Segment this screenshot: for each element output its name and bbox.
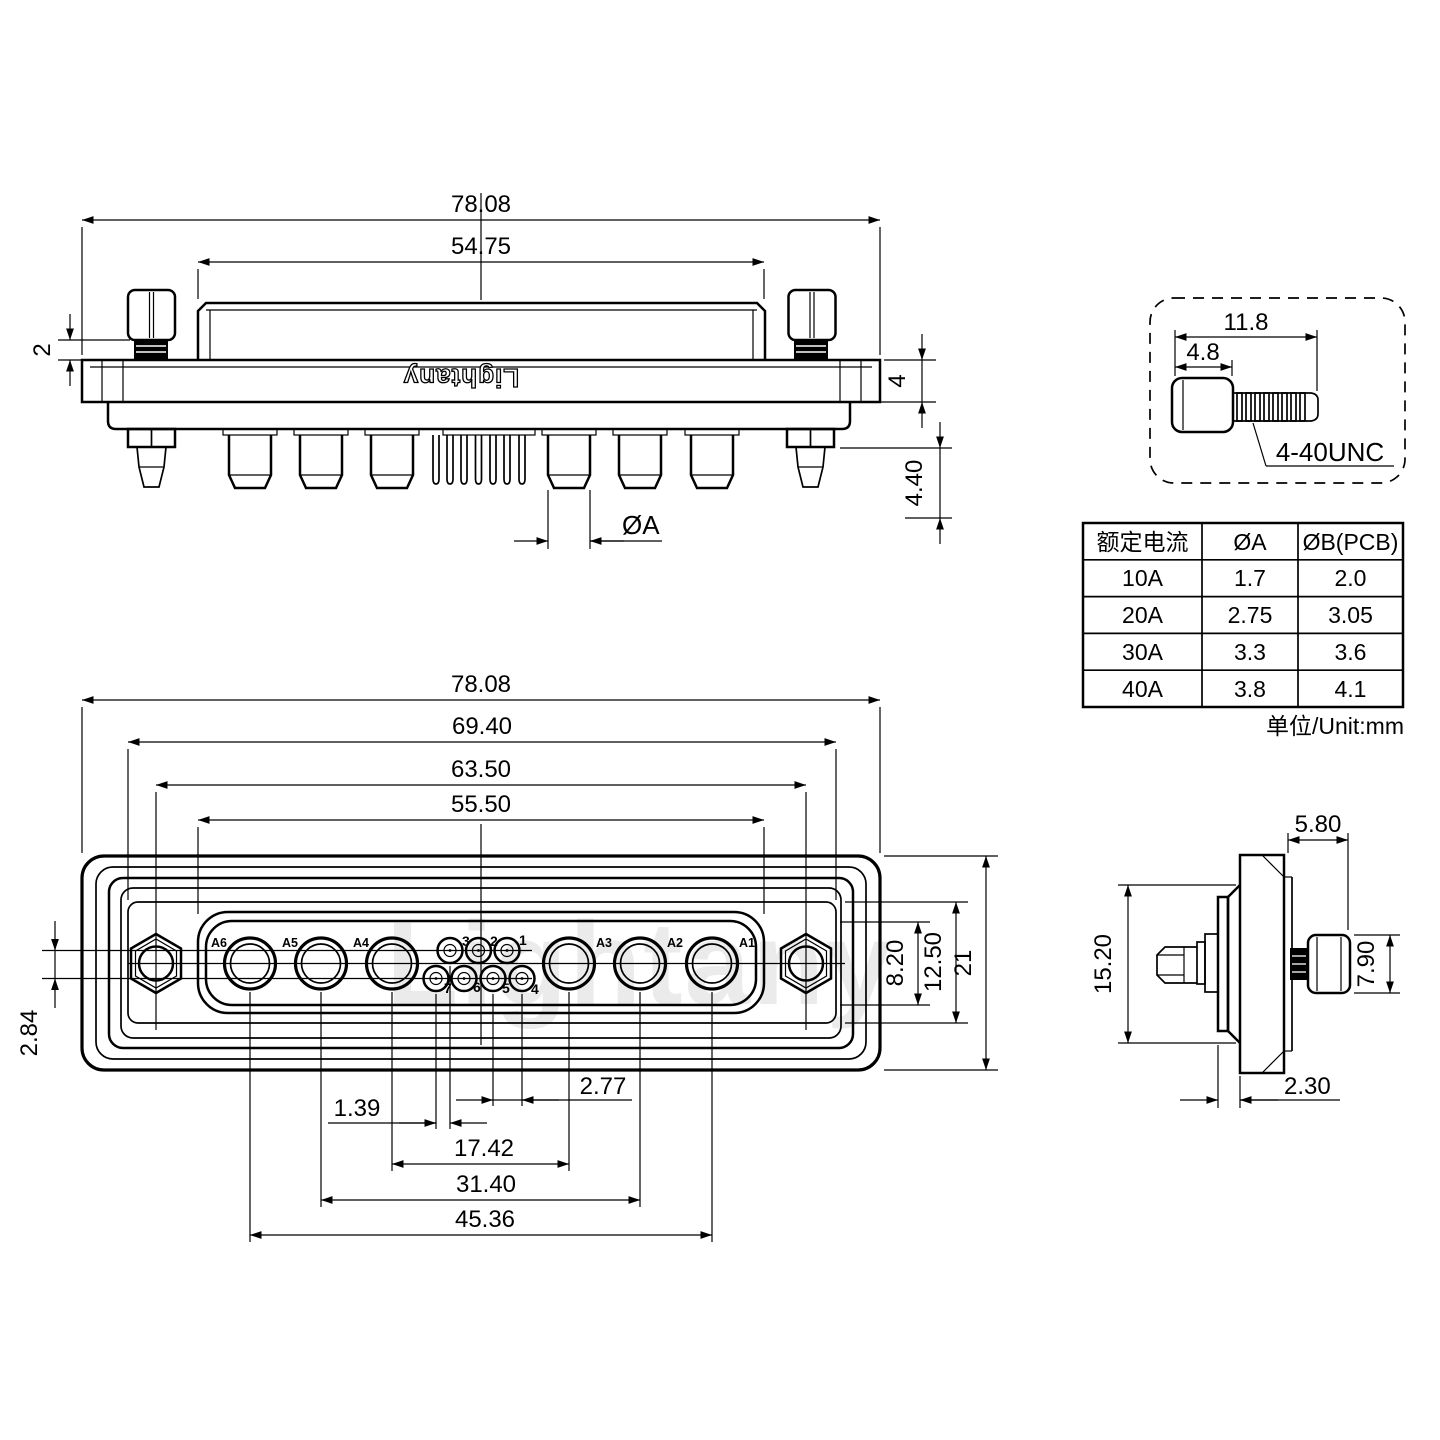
dim-top-pin-diameter: ØA bbox=[622, 510, 660, 540]
dim-side-screw-protrusion: 5.80 bbox=[1295, 811, 1342, 838]
hex-nut-right bbox=[779, 932, 833, 995]
thread-spec-label: 4-40UNC bbox=[1276, 437, 1384, 467]
table-header-rated-current: 额定电流 bbox=[1097, 529, 1189, 555]
table-cell: 40A bbox=[1122, 676, 1164, 702]
insulator-body-profile bbox=[106, 402, 852, 431]
dim-front-row-offset: 2.84 bbox=[16, 1010, 43, 1057]
thumbscrew-right bbox=[787, 288, 837, 360]
hex-nut-left bbox=[129, 932, 183, 995]
side-top-view: 78.08 54.75 bbox=[29, 191, 952, 549]
dim-side-shell-height: 15.20 bbox=[1090, 934, 1117, 994]
table-cell: 3.8 bbox=[1234, 676, 1266, 702]
dim-front-mount-spacing: 63.50 bbox=[451, 756, 511, 783]
pin-label-3: 3 bbox=[462, 933, 470, 949]
spec-table: 额定电流 ØA ØB(PCB) 10A 1.7 2.0 20A 2.75 3.0… bbox=[1081, 521, 1405, 739]
power-contacts bbox=[222, 936, 740, 991]
rivet-post-right bbox=[785, 427, 836, 488]
table-cell: 3.6 bbox=[1335, 639, 1367, 665]
pin-label-4: 4 bbox=[531, 981, 539, 997]
dim-front-face-height: 21 bbox=[950, 950, 977, 977]
dim-top-shell-width: 54.75 bbox=[451, 233, 511, 260]
table-cell: 2.0 bbox=[1335, 565, 1367, 591]
rivet-post-left bbox=[126, 427, 177, 488]
pin-label-7: 7 bbox=[444, 980, 452, 996]
dim-front-row-stagger: 1.39 bbox=[334, 1095, 381, 1122]
table-cell: 2.75 bbox=[1228, 602, 1273, 628]
table-cell: 20A bbox=[1122, 602, 1164, 628]
dim-front-insert-height: 12.50 bbox=[920, 932, 947, 992]
table-cell: 4.1 bbox=[1335, 676, 1367, 702]
dim-front-opening-width: 55.50 bbox=[451, 791, 511, 818]
dim-front-overall-width: 78.08 bbox=[451, 671, 511, 698]
dim-front-pitch-a5-a2: 31.40 bbox=[456, 1171, 516, 1198]
pin-label-a5: A5 bbox=[282, 936, 298, 950]
pin-label-1: 1 bbox=[519, 932, 527, 948]
pin-label-a3: A3 bbox=[596, 936, 612, 950]
power-pin-tails bbox=[222, 428, 740, 490]
thumbscrew-left bbox=[126, 288, 177, 360]
dim-screw-overall-length: 11.8 bbox=[1224, 309, 1269, 336]
table-cell: 3.3 bbox=[1234, 639, 1266, 665]
table-cell: 10A bbox=[1122, 565, 1164, 591]
flange-side-profile bbox=[1238, 853, 1286, 1075]
flange-profile bbox=[80, 358, 882, 404]
pin-side-profile bbox=[1156, 933, 1219, 993]
pin-label-a2: A2 bbox=[667, 936, 683, 950]
pin-label-5: 5 bbox=[502, 980, 510, 996]
shell-side-profile bbox=[1226, 884, 1241, 1044]
table-header-dia-b-pcb: ØB(PCB) bbox=[1303, 529, 1399, 555]
dim-top-overall-width: 78.08 bbox=[451, 191, 511, 218]
table-cell: 1.7 bbox=[1234, 565, 1266, 591]
dim-top-pin-tail-length: 4.40 bbox=[901, 460, 928, 507]
dim-screw-head-length: 4.8 bbox=[1186, 339, 1219, 366]
dim-front-opening-height: 8.20 bbox=[882, 940, 909, 987]
pin-label-2: 2 bbox=[490, 933, 498, 949]
connector-shell-profile bbox=[196, 301, 767, 360]
dim-side-head-height: 7.90 bbox=[1353, 941, 1380, 988]
side-right-view: 5.80 bbox=[1090, 811, 1400, 1108]
dim-top-thread-exposed: 2 bbox=[29, 343, 56, 356]
screw-detail-view: 11.8 4.8 4-40UNC bbox=[1149, 297, 1406, 484]
unit-note: 单位/Unit:mm bbox=[1266, 713, 1404, 739]
screw-threads bbox=[1233, 392, 1319, 422]
pin-label-a6: A6 bbox=[211, 936, 227, 950]
table-header-dia-a: ØA bbox=[1233, 529, 1267, 555]
dim-top-flange-thickness: 4 bbox=[884, 374, 911, 387]
table-cell: 3.05 bbox=[1328, 602, 1373, 628]
table-cell: 30A bbox=[1122, 639, 1164, 665]
dim-front-gasket-width: 69.40 bbox=[452, 713, 512, 740]
detail-boundary bbox=[1149, 297, 1406, 484]
signal-pin-tails bbox=[432, 428, 536, 485]
dim-side-plate-offset: 2.30 bbox=[1284, 1073, 1331, 1100]
pin-label-a1: A1 bbox=[739, 936, 755, 950]
thumbscrew-side bbox=[1290, 933, 1352, 995]
front-view: Lightany 78.08 69.40 63.50 55.50 bbox=[16, 671, 998, 1242]
brand-logo-flange: Lightany bbox=[403, 363, 519, 393]
pin-label-6: 6 bbox=[473, 979, 481, 995]
dim-front-pitch-a4-a3: 17.42 bbox=[454, 1135, 514, 1162]
screw-head bbox=[1170, 376, 1235, 434]
dim-front-pitch-a6-a1: 45.36 bbox=[455, 1206, 515, 1233]
dim-front-small-pitch: 2.77 bbox=[580, 1073, 627, 1100]
signal-contacts bbox=[422, 936, 536, 993]
pin-label-a4: A4 bbox=[353, 936, 369, 950]
